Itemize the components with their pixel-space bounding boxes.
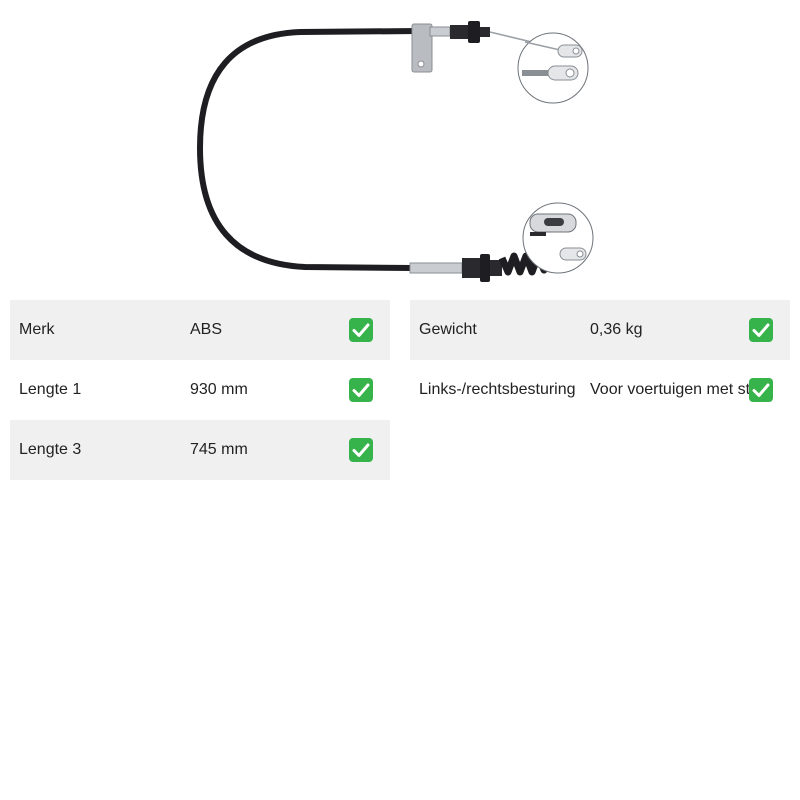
spec-value: 0,36 kg (590, 321, 643, 338)
spec-table-left: Merk ABS Lengte 1 930 mm Lengte 3 745 mm (10, 300, 390, 480)
check-icon (349, 438, 373, 462)
spec-row-gewicht: Gewicht 0,36 kg (410, 300, 790, 360)
check-icon (749, 378, 773, 402)
spec-value: ABS (190, 321, 223, 338)
spec-row-lengte-1: Lengte 1 930 mm (10, 360, 390, 420)
spec-value: Voor voertuigen met stuur (590, 381, 774, 398)
spec-row-links-rechtsbesturing: Links-/rechtsbesturing Voor voertuigen m… (410, 360, 790, 420)
check-icon (749, 318, 773, 342)
spec-label: Merk (19, 321, 55, 338)
check-icon (349, 318, 373, 342)
spec-label: Lengte 3 (19, 441, 82, 458)
spec-row-merk: Merk ABS (10, 300, 390, 360)
spec-table-right: Gewicht 0,36 kg Links-/rechtsbesturing V… (410, 300, 790, 420)
clutch-cable-icon (196, 21, 594, 282)
spec-label: Links-/rechtsbesturing (419, 381, 576, 398)
spec-label: Gewicht (419, 321, 477, 338)
spec-row-lengte-3: Lengte 3 745 mm (10, 420, 390, 480)
check-icon (349, 378, 373, 402)
product-image (0, 0, 800, 300)
spec-value: 930 mm (190, 381, 248, 398)
spec-label: Lengte 1 (19, 381, 82, 398)
spec-value: 745 mm (190, 441, 248, 458)
